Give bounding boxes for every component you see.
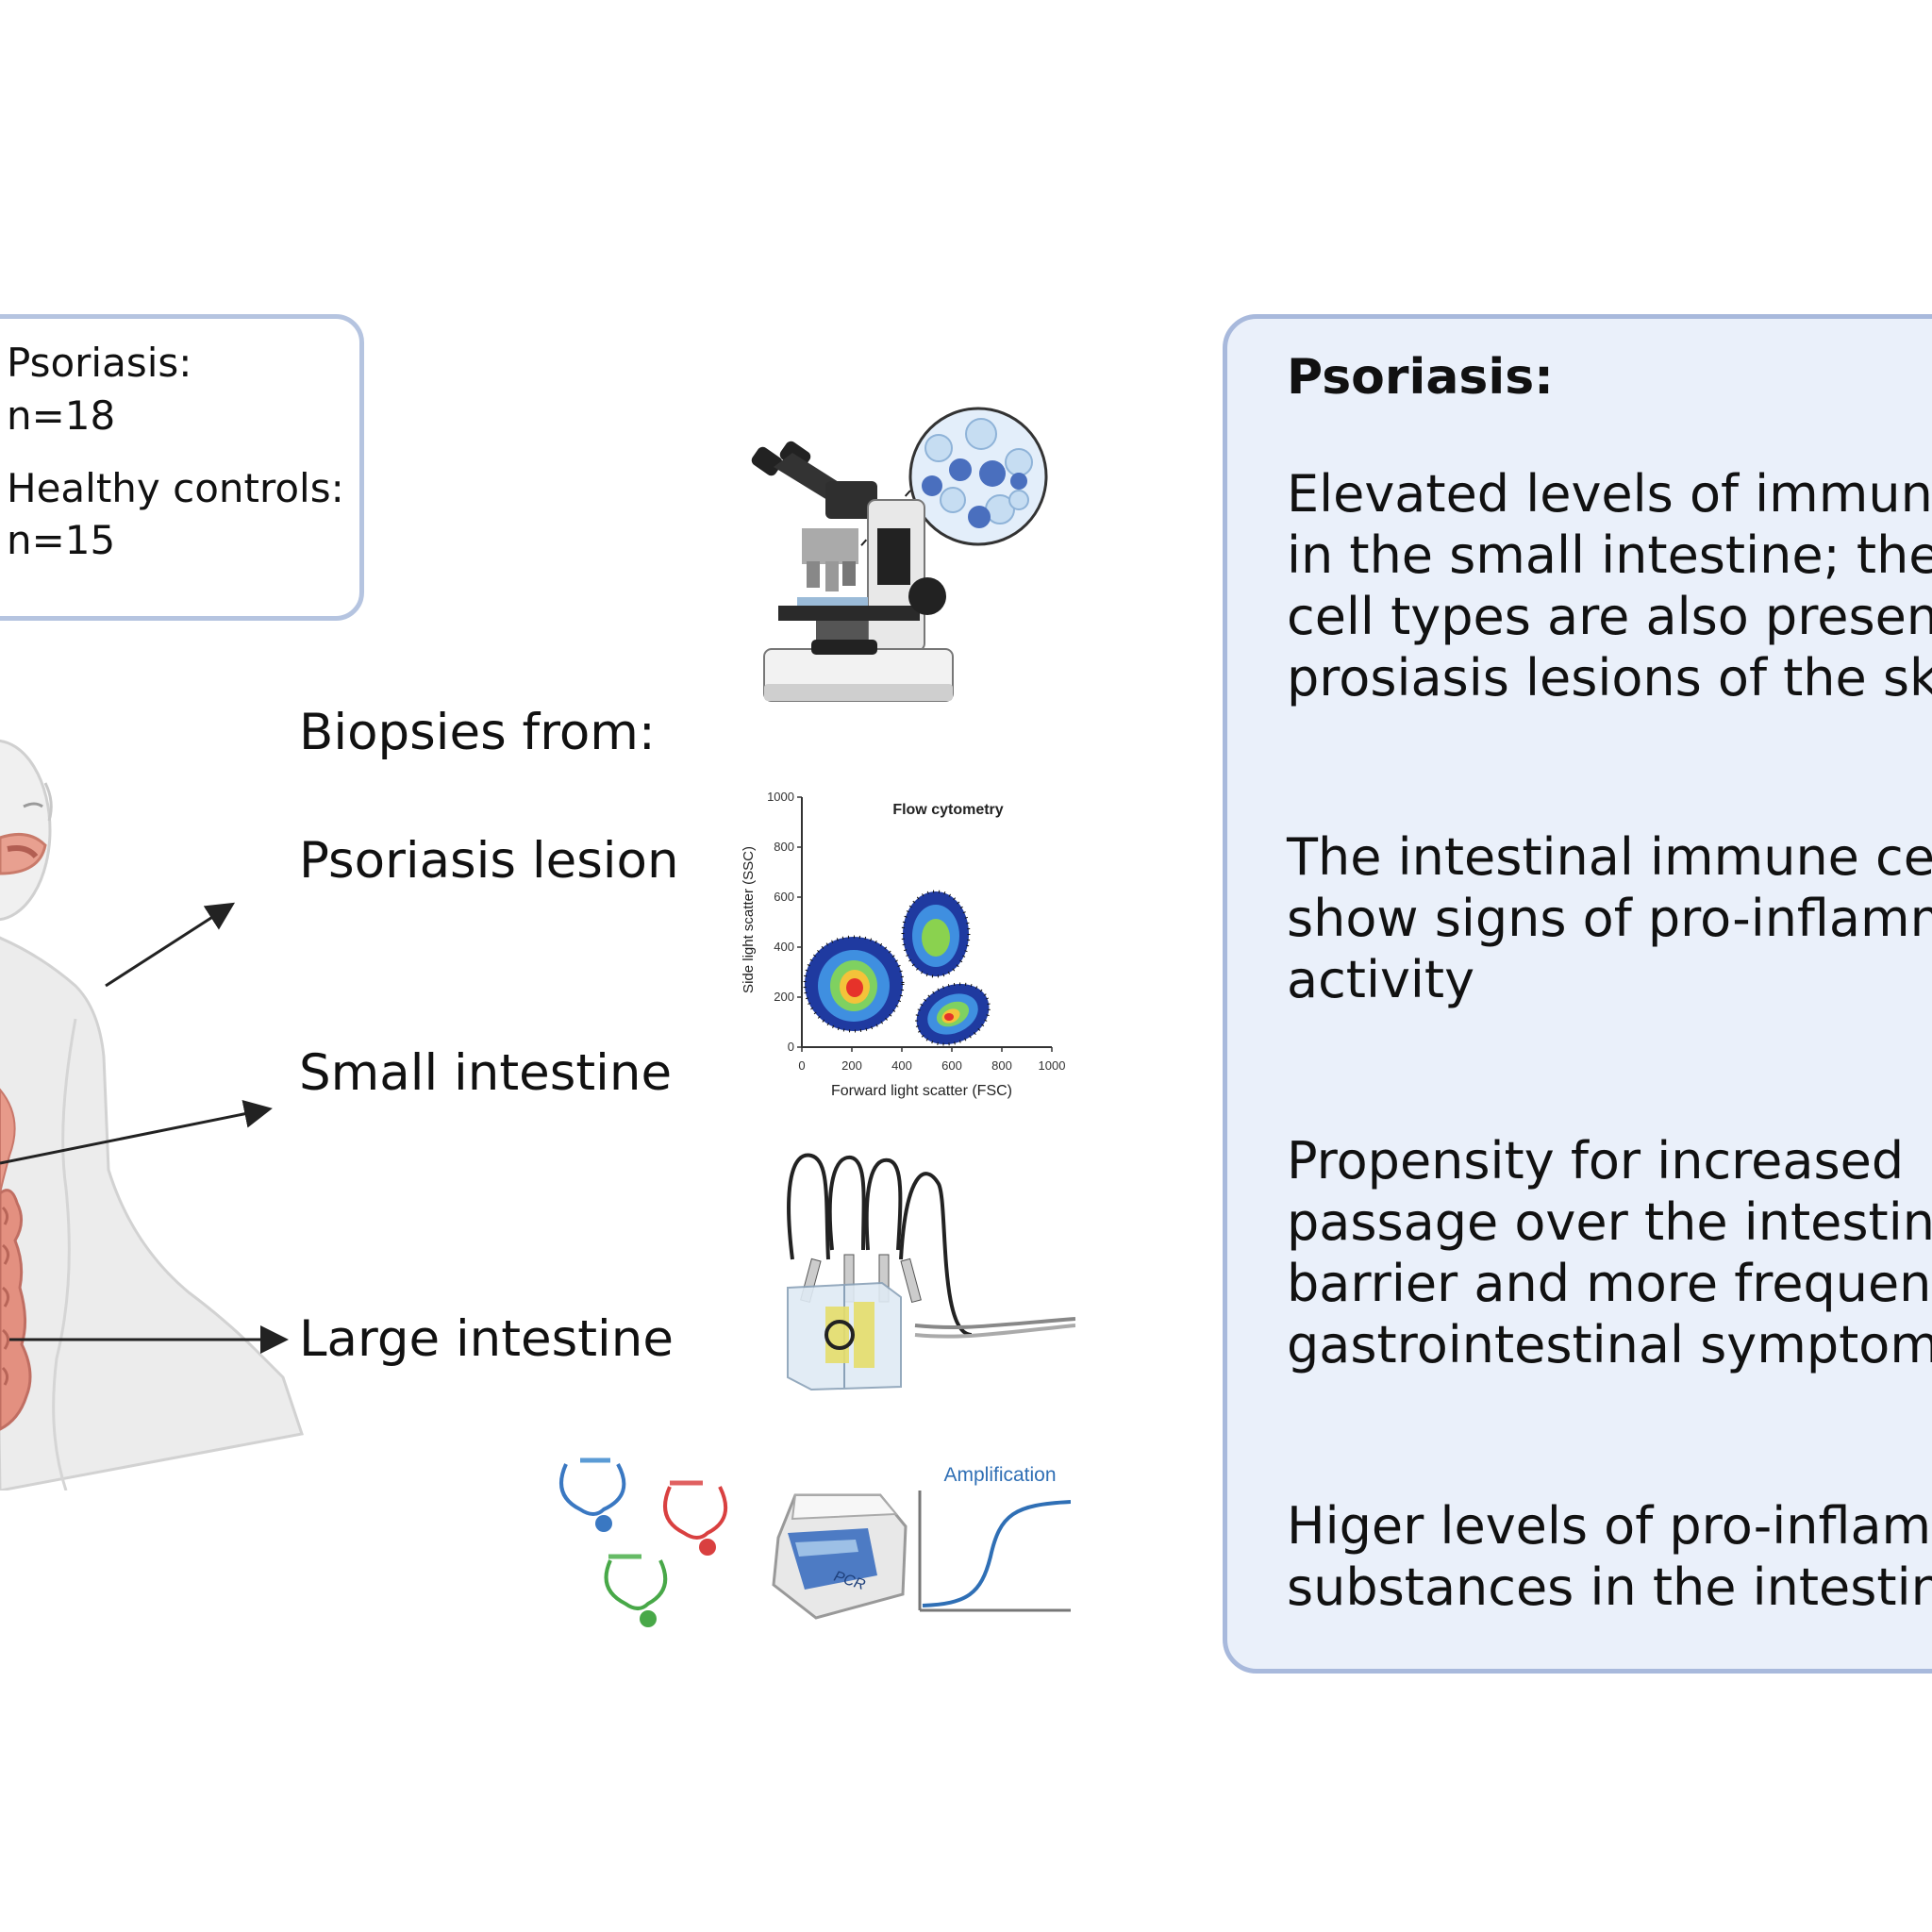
psoriasis-cohort-label: Psoriasis: [7, 340, 192, 386]
ussing-chamber-icon [787, 1153, 1075, 1391]
finding-1-line-2: in the small intestine; the sa [1287, 525, 1932, 585]
flow-x-tick-label: 800 [991, 1058, 1012, 1073]
controls-cohort-count: n=15 [7, 517, 116, 563]
flow-y-tick-label: 1000 [767, 790, 794, 804]
arrow-to-small-intestine [0, 1100, 273, 1165]
human-body-illustration [0, 739, 304, 1491]
finding-1-line-4: prosiasis lesions of the skin [1287, 648, 1932, 708]
biopsies-heading: Biopsies from: [299, 704, 656, 761]
flow-x-tick-label: 1000 [1039, 1058, 1066, 1073]
findings-panel: Psoriasis: Elevated levels of immune c i… [1223, 314, 1932, 1674]
findings-title: Psoriasis: [1287, 349, 1554, 406]
primer-green-icon [604, 1554, 668, 1627]
amplification-curve-chart: Amplification [918, 1464, 1071, 1612]
biopsy-arrows [0, 902, 289, 1354]
controls-cohort-label: Healthy controls: [7, 465, 344, 511]
finding-3-line-1: Propensity for increased [1287, 1131, 1905, 1191]
biopsy-site-psoriasis-lesion: Psoriasis lesion [299, 832, 679, 890]
flow-y-tick-label: 200 [774, 990, 794, 1004]
flow-y-axis-label: Side light scatter (SSC) [741, 846, 757, 993]
qpcr-illustration: PCR Amplification [559, 1457, 1071, 1627]
finding-3-line-2: passage over the intestinal [1287, 1192, 1932, 1252]
psoriasis-cohort-count: n=18 [7, 392, 116, 439]
finding-2-line-2: show signs of pro-inflamma [1287, 889, 1932, 948]
finding-1-line-1: Elevated levels of immune c [1287, 464, 1932, 524]
biopsy-site-small-intestine: Small intestine [299, 1044, 673, 1102]
flow-x-tick-label: 600 [941, 1058, 962, 1073]
flow-x-tick-label: 0 [798, 1058, 805, 1073]
flow-y-tick-label: 400 [774, 940, 794, 954]
flow-cytometry-chart: 0 200 400 600 800 1000 0 200 400 600 800 1000 Flow … [741, 790, 1066, 1099]
arrow-to-psoriasis-lesion [105, 902, 236, 988]
flow-y-tick-label: 800 [774, 840, 794, 854]
finding-1-line-3: cell types are also present i [1287, 587, 1932, 646]
flow-cytometry-title: Flow cytometry [892, 802, 1003, 818]
cell-cluster-monocytes [901, 890, 971, 978]
cell-cluster-granulocytes [915, 982, 991, 1046]
flow-x-tick-label: 200 [841, 1058, 862, 1073]
flow-y-tick-label: 600 [774, 890, 794, 904]
finding-4-line-1: Higer levels of pro-inflamma [1287, 1496, 1932, 1556]
primer-red-icon [663, 1480, 728, 1556]
pcr-machine-icon: PCR [772, 1493, 908, 1620]
flow-x-tick-label: 400 [891, 1058, 912, 1073]
finding-3-line-4: gastrointestinal symptoms [1287, 1315, 1932, 1374]
amplification-label: Amplification [943, 1464, 1056, 1486]
finding-3-line-3: barrier and more frequent [1287, 1254, 1932, 1313]
finding-4-line-2: substances in the intestine [1287, 1557, 1932, 1617]
flow-x-axis-label: Forward light scatter (FSC) [831, 1083, 1012, 1099]
primer-blue-icon [559, 1457, 626, 1532]
microscope-icon [751, 407, 1048, 702]
cell-cluster-lymphocytes [803, 935, 905, 1033]
finding-2-line-1: The intestinal immune cells [1287, 827, 1932, 887]
flow-y-tick-label: 0 [788, 1040, 794, 1054]
biopsy-site-large-intestine: Large intestine [299, 1310, 674, 1368]
cohort-box: Psoriasis: n=18 Healthy controls: n=15 [0, 314, 364, 621]
finding-2-line-3: activity [1287, 950, 1475, 1009]
